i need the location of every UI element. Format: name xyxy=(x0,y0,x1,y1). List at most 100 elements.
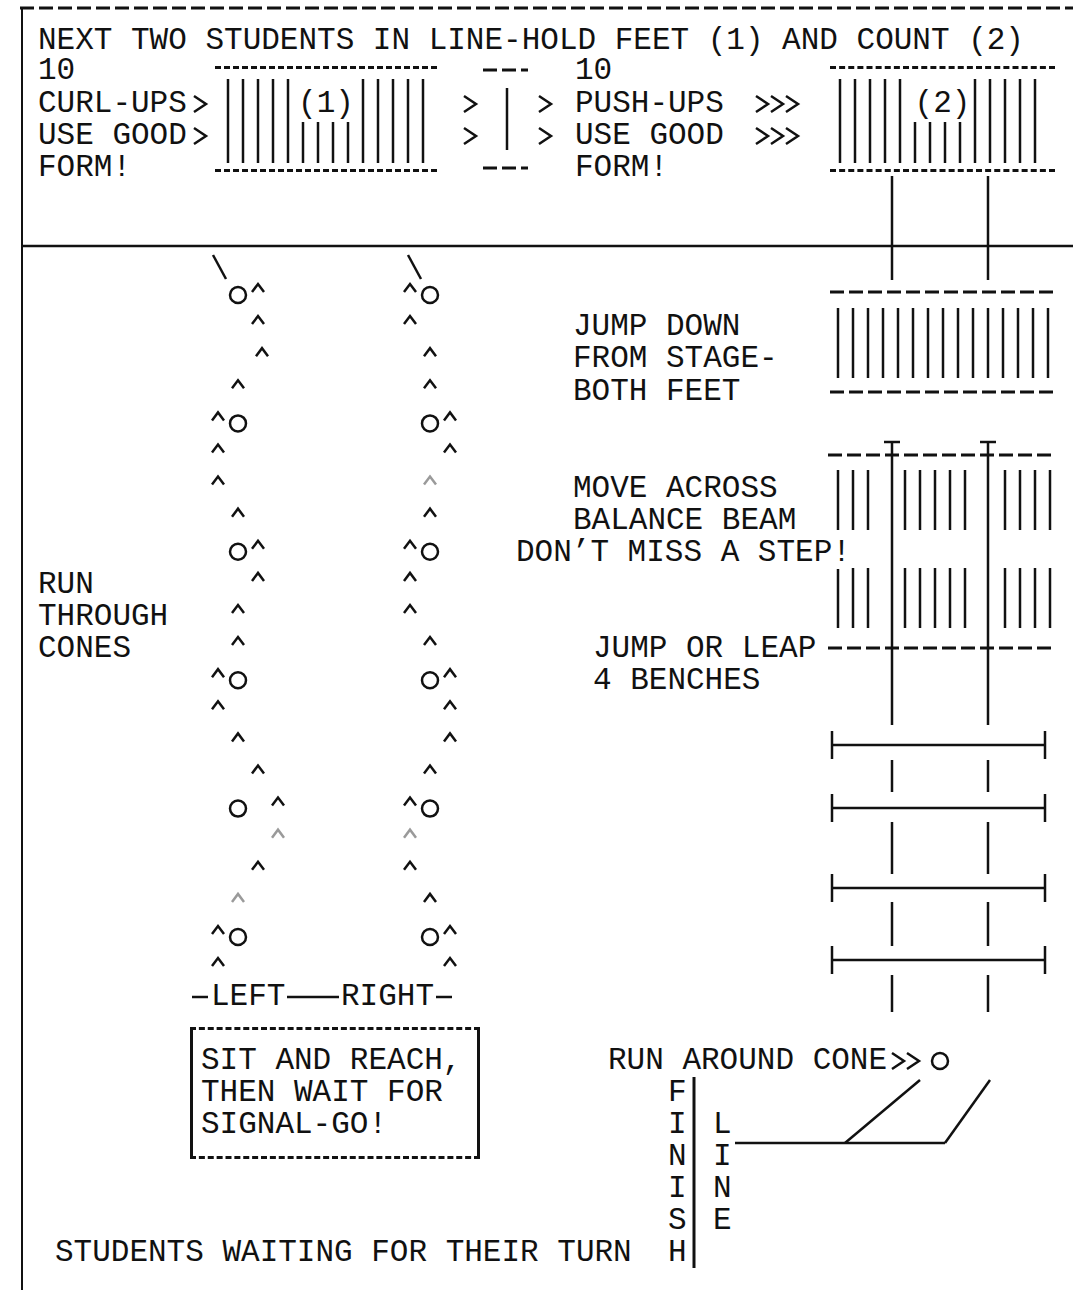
mat-stripe xyxy=(287,79,290,163)
mat-stripe xyxy=(407,79,410,163)
station-label: MOVE ACROSS xyxy=(573,473,778,505)
stage-stripe xyxy=(987,308,990,378)
beam-stripe xyxy=(867,568,870,628)
path-line xyxy=(891,176,894,280)
beam-stripe xyxy=(949,568,952,628)
station-text: SIT AND REACH, THEN WAIT FOR SIGNAL-GO! xyxy=(201,1045,469,1141)
path-line xyxy=(945,1080,990,1143)
mat-stripe xyxy=(884,79,887,163)
lane-marker xyxy=(444,926,456,934)
cone-marker xyxy=(422,287,438,303)
bench xyxy=(832,887,1045,890)
station-label: FROM STAGE- xyxy=(573,343,778,375)
mat-stripe xyxy=(899,79,902,163)
station-label: CONES xyxy=(38,633,131,665)
mat-stripe xyxy=(1004,79,1007,163)
mat-stripe xyxy=(1019,79,1022,163)
mat-stripe xyxy=(914,122,917,163)
direction-chevron xyxy=(907,1053,919,1069)
path-line xyxy=(987,176,990,280)
stage-block xyxy=(830,391,1055,394)
path-line xyxy=(891,975,894,1012)
beam-stripe xyxy=(1019,568,1022,628)
direction-chevron xyxy=(464,96,476,112)
bench xyxy=(831,731,834,759)
stage-stripe xyxy=(957,308,960,378)
stage-stripe xyxy=(1047,308,1050,378)
beam-stripe xyxy=(949,470,952,530)
cone-marker xyxy=(230,415,246,431)
direction-chevron xyxy=(539,128,551,144)
station-label: FORM! xyxy=(38,152,131,184)
beam-stripe xyxy=(1004,568,1007,628)
hold-box xyxy=(483,69,528,72)
balance-beam xyxy=(891,442,894,725)
lane-marker xyxy=(444,733,456,741)
finish-line-label: LINE xyxy=(713,1109,735,1237)
balance-beam xyxy=(987,442,990,725)
path-line xyxy=(987,902,990,946)
stage-stripe xyxy=(837,308,840,378)
mat-stripe xyxy=(869,79,872,163)
lane-divider xyxy=(192,996,208,999)
lane-marker xyxy=(424,509,436,517)
beam-stripe xyxy=(964,568,967,628)
lane-marker xyxy=(272,798,284,806)
station-label: RIGHT xyxy=(341,981,434,1013)
stage-edge xyxy=(22,245,1073,248)
direction-chevron xyxy=(786,96,798,112)
mat-stripe xyxy=(974,79,977,163)
page-border xyxy=(20,7,1073,10)
mat-stripe xyxy=(317,122,320,163)
mat-stripe xyxy=(377,79,380,163)
mat-stripe xyxy=(989,79,992,163)
lane-marker xyxy=(212,926,224,934)
lane-marker xyxy=(424,477,436,485)
mat-stripe xyxy=(929,122,932,163)
beam-stripe xyxy=(919,470,922,530)
mat-stripe xyxy=(422,79,425,163)
beam-stripe xyxy=(964,470,967,530)
beam-stripe xyxy=(934,568,937,628)
beam-line xyxy=(828,647,1055,650)
lane-marker xyxy=(212,477,224,485)
lane-divider xyxy=(436,996,452,999)
direction-chevron xyxy=(756,128,768,144)
stage-stripe xyxy=(1032,308,1035,378)
path-line xyxy=(735,1142,945,1145)
finish-line-label: FINISH xyxy=(668,1077,690,1269)
lane-marker xyxy=(404,316,416,324)
beam-stripe xyxy=(837,470,840,530)
station-label: RUN AROUND CONE xyxy=(608,1045,887,1077)
path-line xyxy=(987,822,990,874)
mat-stripe xyxy=(242,79,245,163)
cone-marker xyxy=(932,1053,948,1069)
direction-chevron xyxy=(892,1053,904,1069)
station-label: NEXT TWO STUDENTS IN LINE-HOLD FEET (1) … xyxy=(38,25,1024,57)
bench xyxy=(1044,874,1047,902)
cone-marker xyxy=(422,415,438,431)
direction-chevron xyxy=(756,96,768,112)
lane-marker xyxy=(444,412,456,420)
station-label: 4 BENCHES xyxy=(593,665,760,697)
lane-marker xyxy=(212,701,224,709)
cone-marker xyxy=(422,801,438,817)
lane-marker xyxy=(404,541,416,549)
stage-stripe xyxy=(1002,308,1005,378)
beam-stripe xyxy=(1019,470,1022,530)
path-line xyxy=(891,902,894,946)
lane-marker xyxy=(272,830,284,838)
mat-stripe xyxy=(257,79,260,163)
beam-stripe xyxy=(1049,470,1052,530)
lane-marker xyxy=(212,669,224,677)
beam-stripe xyxy=(852,470,855,530)
stage-stripe xyxy=(867,308,870,378)
mat-stripe xyxy=(302,122,305,163)
mat-stripe xyxy=(347,122,350,163)
cone-marker xyxy=(230,801,246,817)
path-line xyxy=(987,975,990,1012)
lane-marker xyxy=(252,766,264,774)
direction-chevron xyxy=(464,128,476,144)
